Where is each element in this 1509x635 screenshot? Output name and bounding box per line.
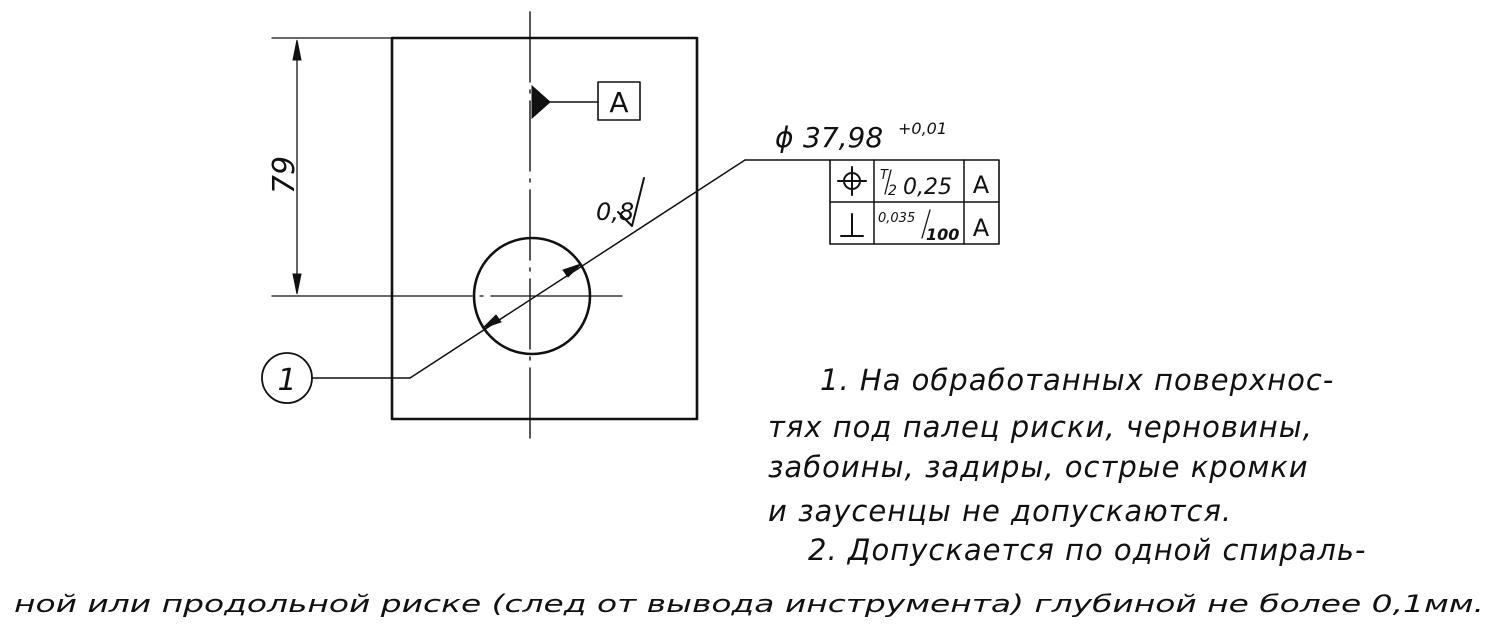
note-line-5: 2. Допускается по одной спираль- <box>808 533 1367 567</box>
tolerance-row2-numerator: 0,035 <box>878 211 915 226</box>
diameter-leader-diagonal <box>409 159 746 379</box>
perpendicularity-icon <box>840 213 864 237</box>
balloon-number: 1 <box>277 363 296 398</box>
tolerance-row2-slash <box>921 209 931 239</box>
note-line-2: тях под палец риски, черновины, <box>768 410 1313 444</box>
tolerance-row2-datum: A <box>973 214 990 242</box>
position-tolerance-icon <box>837 166 867 196</box>
dimension-79-label: 79 <box>267 156 302 194</box>
dimension-arrow-top <box>292 39 302 61</box>
tolerance-frame: T 2 0,25 A 0,035 100 A <box>829 159 1000 245</box>
diameter-tolerance: +0,01 <box>898 119 947 138</box>
datum-box <box>597 81 641 121</box>
note-line-1: 1. На обработанных поверхнос- <box>820 363 1334 397</box>
part-outline <box>390 36 699 421</box>
diameter-symbol: ϕ <box>775 121 793 154</box>
note-line-6: ной или продольной риске (след от вывода… <box>14 590 1484 618</box>
datum-letter: A <box>609 86 628 119</box>
note-line-4: и заусенцы не допускаются. <box>768 494 1232 528</box>
tolerance-row1-denominator: 2 <box>888 183 897 199</box>
datum-triangle <box>531 84 551 120</box>
diameter-arrow-lower <box>482 314 502 329</box>
tolerance-row1-slash <box>884 169 892 195</box>
note-line-3: забоины, задиры, острые кромки <box>768 450 1309 484</box>
tolerance-row1-value: 0,25 <box>903 175 952 200</box>
roughness-symbol <box>617 177 645 227</box>
bore-circle <box>472 236 592 356</box>
tolerance-row1-prefix: T <box>880 168 889 183</box>
tolerance-row2-denominator: 100 <box>926 225 959 244</box>
diameter-arrow-upper <box>562 263 582 278</box>
dimension-arrow-bottom <box>292 273 302 295</box>
diameter-value: 37,98 <box>803 121 883 154</box>
tolerance-row1-datum: A <box>973 171 990 199</box>
